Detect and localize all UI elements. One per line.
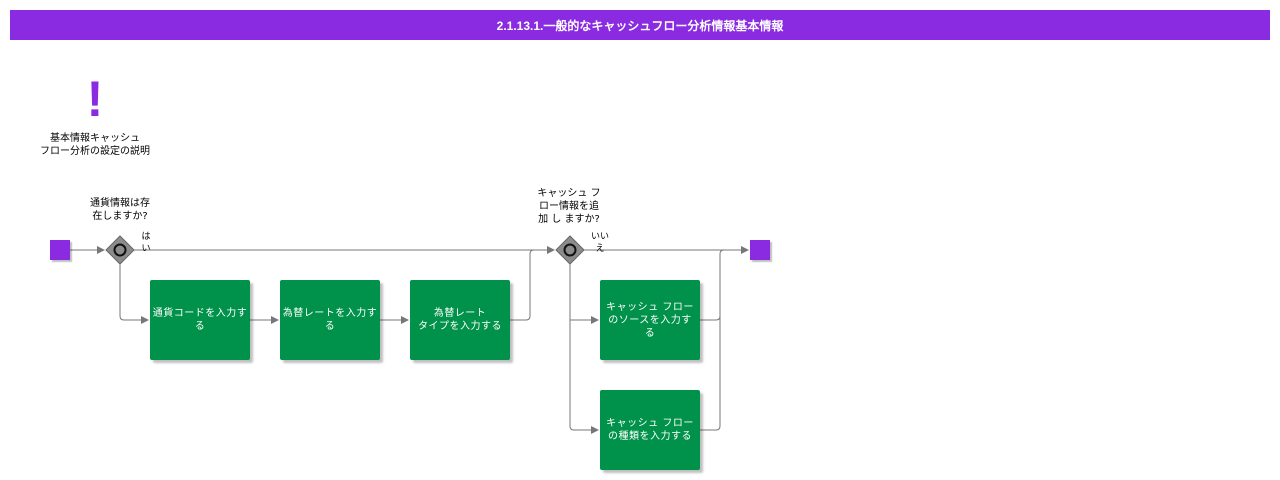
gateway1-yes-label: は い — [141, 232, 151, 254]
start-event[interactable] — [50, 240, 70, 260]
gateway-2[interactable] — [555, 235, 585, 265]
task-enter-cash-flow-source[interactable]: キャッシュ フロー のソースを入力す る — [600, 280, 700, 360]
edge-task4-end — [700, 249, 725, 321]
edge-gateway1-task1 — [119, 264, 149, 324]
task-enter-cash-flow-type[interactable]: キャッシュ フロー の種類を入力する — [600, 390, 700, 470]
end-event[interactable] — [750, 240, 770, 260]
edge-gateway2-task5 — [569, 320, 599, 434]
edge-task3-gateway2 — [510, 249, 535, 321]
edge-gateway2-task4 — [569, 264, 599, 324]
edge-task5-end — [700, 316, 721, 431]
task-enter-currency-code[interactable]: 通貨コードを入力する — [150, 280, 250, 360]
exclamation-icon: ! — [86, 71, 104, 127]
task-enter-exchange-rate[interactable]: 為替レートを入力する — [280, 280, 380, 360]
gateway-1[interactable] — [105, 235, 135, 265]
note-text: 基本情報キャッシュ フロー分析の設定の説明 — [40, 133, 150, 157]
task-enter-exchange-rate-type[interactable]: 為替レート タイプを入力する — [410, 280, 510, 360]
gateway2-no-label: いい え — [590, 232, 609, 254]
page-title: 2.1.13.1.一般的なキャッシュフロー分析情報基本情報 — [10, 10, 1270, 40]
gateway1-question: 通貨情報は存 在しますか? — [90, 198, 150, 222]
gateway2-question: キャッシュ フ ロー情報を追 加 し ますか? — [537, 188, 601, 225]
